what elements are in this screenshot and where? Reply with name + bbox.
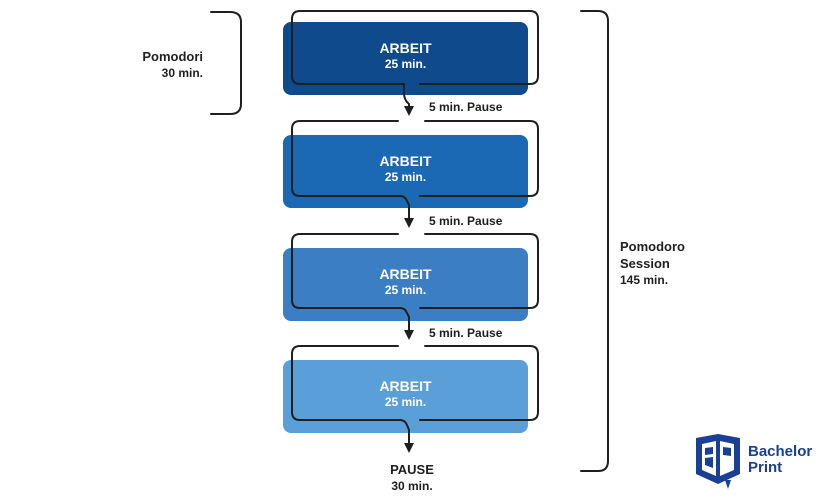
logo-wordmark: Bachelor Print (748, 444, 812, 476)
work-block-1: ARBEIT 25 min. (283, 22, 528, 95)
short-break-label-3: 5 min. Pause (429, 326, 503, 340)
work-block-title: ARBEIT (379, 40, 432, 56)
work-block-duration: 25 min. (384, 170, 427, 184)
logo-line1: Bachelor (748, 443, 813, 460)
book-shield-icon (696, 434, 740, 489)
brand-logo: Bachelor Print (692, 432, 817, 490)
work-block-title: ARBEIT (379, 378, 432, 394)
session-duration: 145 min. (620, 273, 669, 287)
session-bracket (580, 10, 609, 472)
work-block-duration: 25 min. (384, 283, 427, 297)
work-block-title: ARBEIT (379, 153, 432, 169)
pomodori-label: Pomodori 30 min. (130, 48, 203, 82)
session-title-line1: Pomodoro (620, 239, 685, 254)
work-block-2: ARBEIT 25 min. (283, 135, 528, 208)
session-label: Pomodoro Session 145 min. (620, 238, 685, 289)
pomodori-duration: 30 min. (161, 66, 203, 80)
long-break-duration: 30 min. (391, 479, 433, 493)
work-block-duration: 25 min. (384, 57, 427, 71)
work-block-duration: 25 min. (384, 395, 427, 409)
work-block-3: ARBEIT 25 min. (283, 248, 528, 321)
work-block-4: ARBEIT 25 min. (283, 360, 528, 433)
pomodori-bracket (210, 11, 242, 115)
work-block-title: ARBEIT (379, 266, 432, 282)
session-title-line2: Session (620, 256, 670, 271)
long-break-label: PAUSE 30 min. (350, 462, 474, 494)
logo-line2: Print (748, 459, 783, 476)
pomodori-title: Pomodori (142, 49, 203, 64)
long-break-title: PAUSE (390, 462, 434, 477)
short-break-label-1: 5 min. Pause (429, 100, 503, 114)
short-break-label-2: 5 min. Pause (429, 214, 503, 228)
